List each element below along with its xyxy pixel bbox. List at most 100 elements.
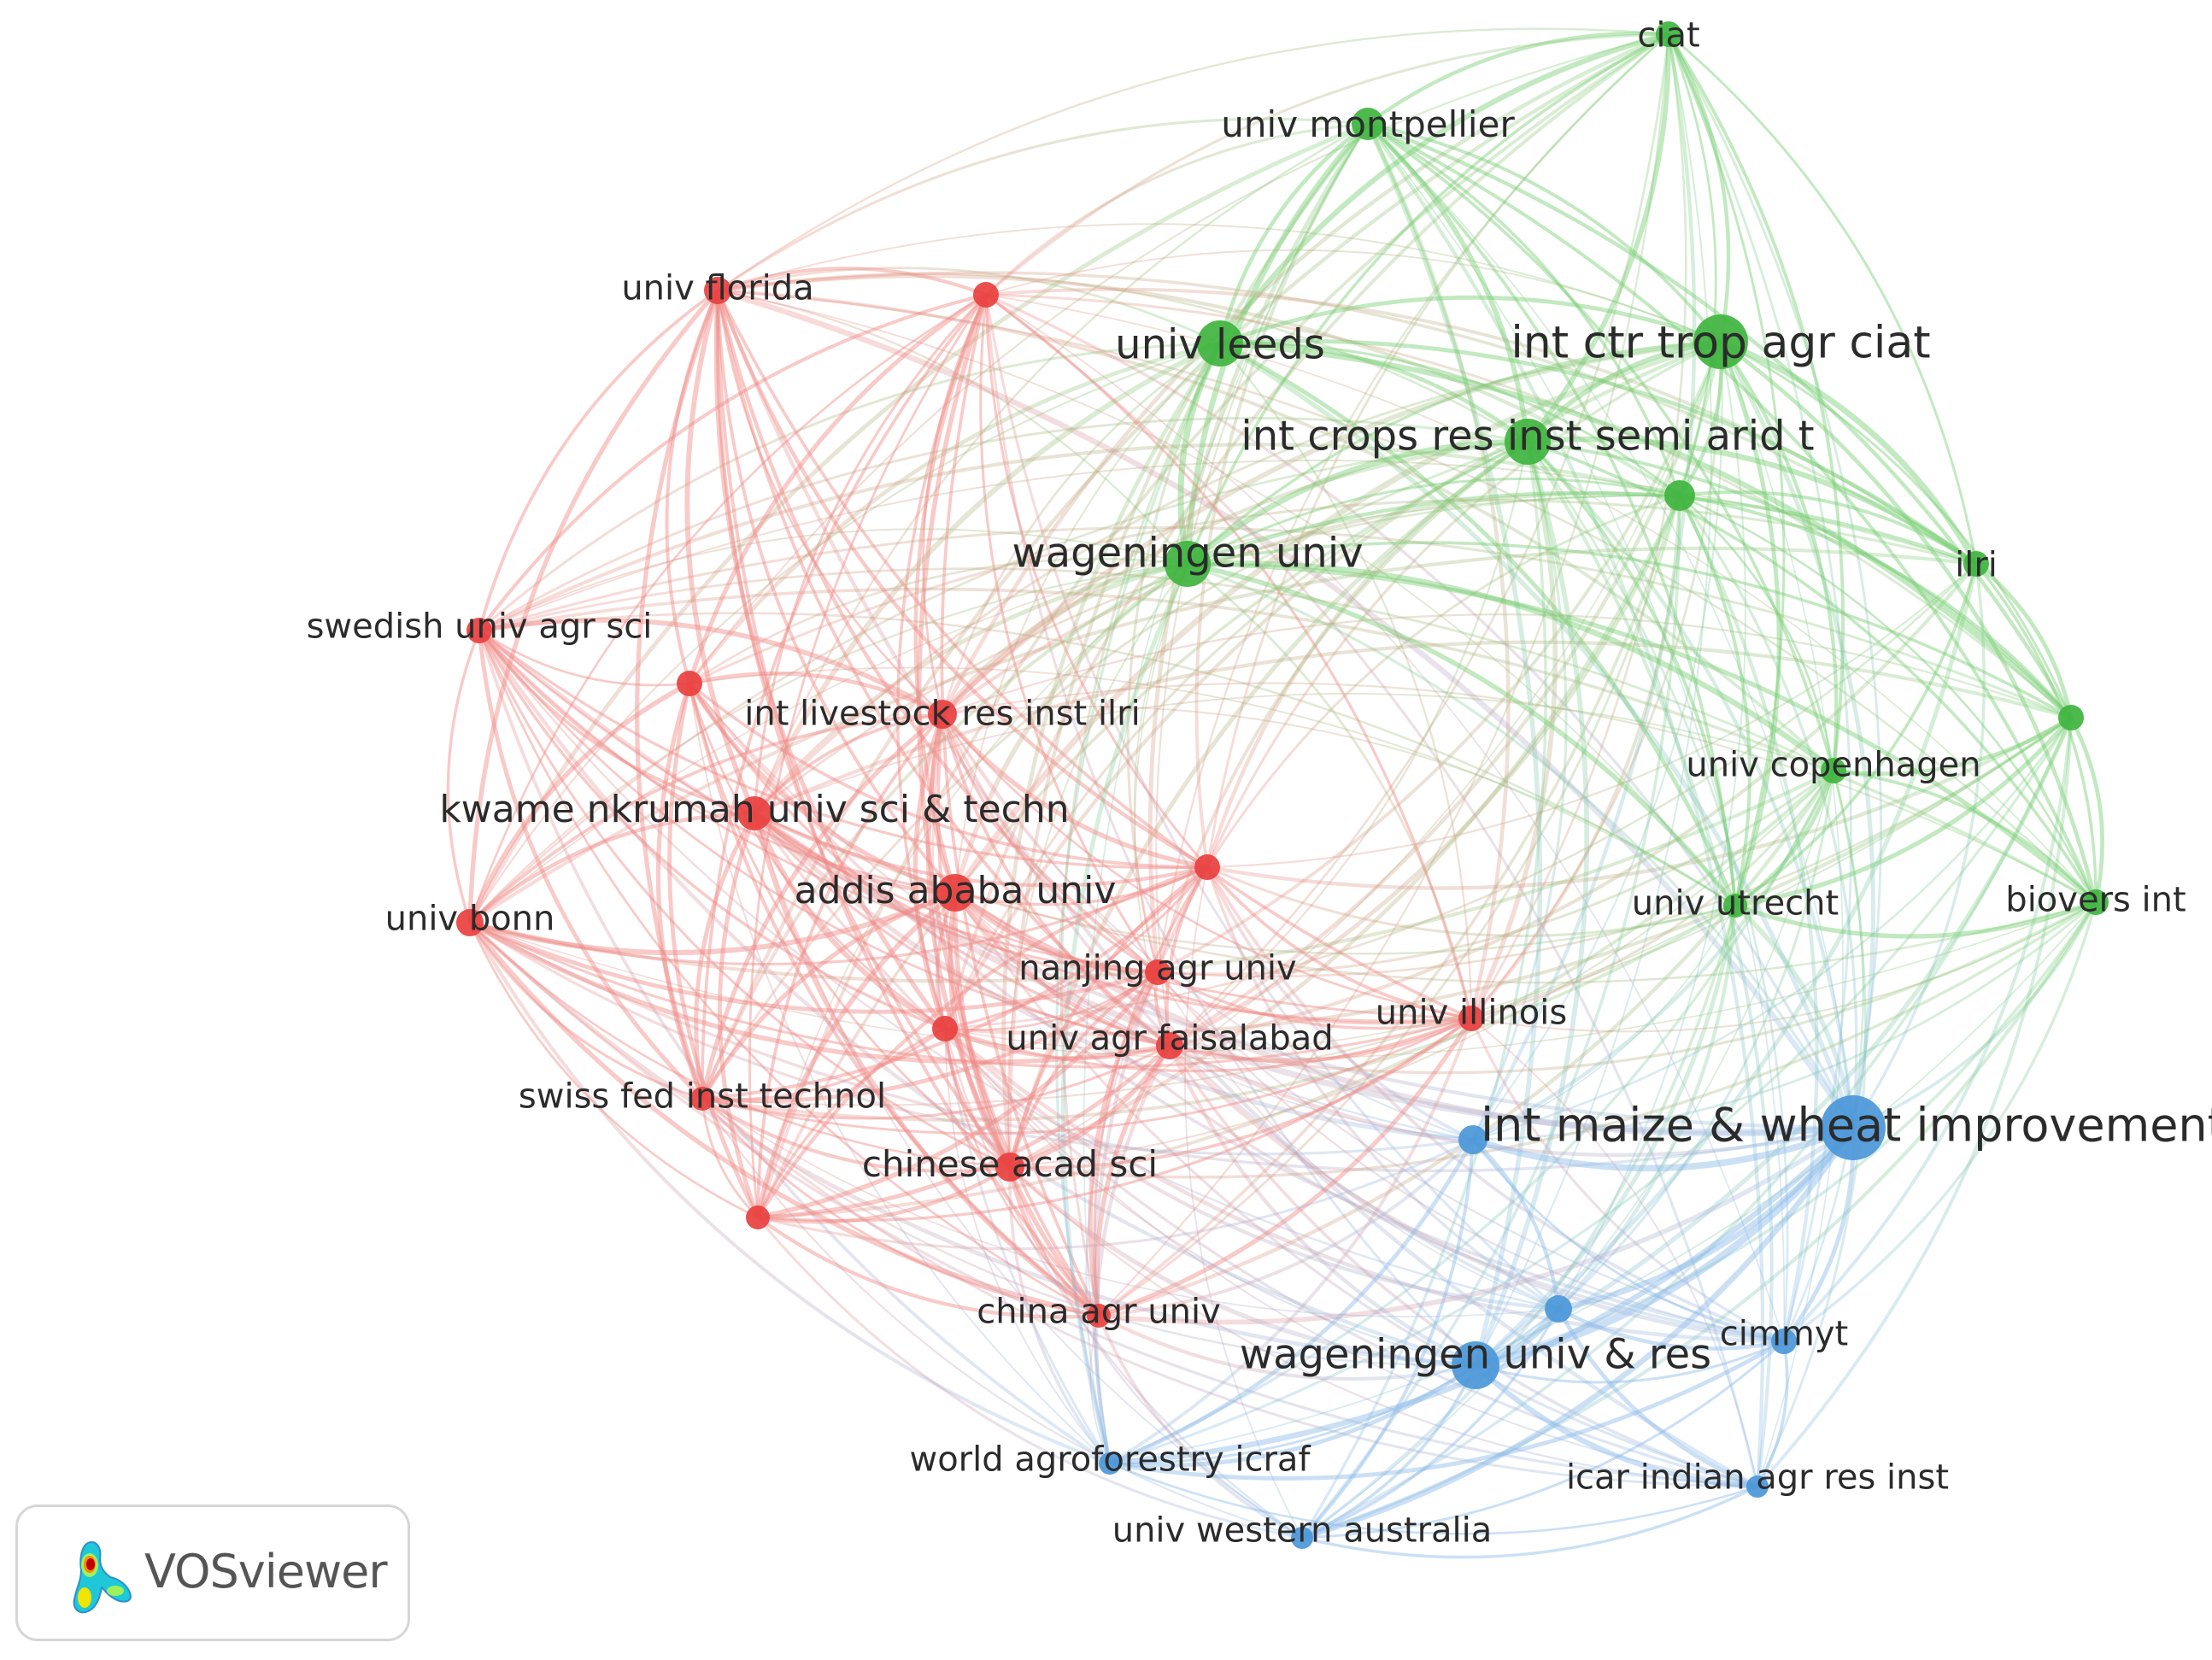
edge-link	[1007, 122, 1370, 1168]
node-univ-utrecht[interactable]	[1723, 894, 1747, 918]
node-cimmyt[interactable]	[1771, 1329, 1797, 1354]
node-wageningen-univ-res[interactable]	[1452, 1341, 1499, 1389]
edge-link	[635, 290, 720, 1100]
node-label-univ-montpellier[interactable]: univ montpellier	[1221, 103, 1515, 145]
node-label-int-maize-wheat-improvement[interactable]: int maize & wheat improvement	[1481, 1098, 2212, 1152]
node-univ-western-australia[interactable]	[1291, 1527, 1313, 1549]
node-biovers-int[interactable]	[2083, 889, 2109, 915]
node-label-swiss-fed-inst-technol[interactable]: swiss fed inst technol	[519, 1076, 886, 1116]
node-label-univ-agr-faisalabad[interactable]: univ agr faisalabad	[1006, 1018, 1333, 1058]
edge-link	[1471, 1124, 1855, 1172]
edge-link	[1133, 563, 1188, 973]
vosviewer-logo-badge: VOSviewer	[15, 1505, 410, 1641]
node-label-int-crops-res-inst-semi-arid-t[interactable]: int crops res inst semi arid t	[1241, 412, 1814, 460]
node-label-swedish-univ-agr-sci[interactable]: swedish univ agr sci	[307, 607, 653, 646]
edge-link	[655, 683, 705, 1100]
node-green-node-b[interactable]	[2058, 705, 2084, 730]
node-univ-bonn[interactable]	[456, 909, 484, 936]
node-icar-indian-agr-res-inst[interactable]	[1746, 1475, 1769, 1498]
node-label-chinese-acad-sci[interactable]: chinese acad sci	[862, 1143, 1158, 1185]
edge-link	[1833, 769, 2098, 904]
node-univ-montpellier[interactable]	[1352, 108, 1384, 140]
edge-link	[468, 546, 1977, 924]
node-label-univ-illinois[interactable]: univ illinois	[1376, 993, 1567, 1032]
node-red-node-b[interactable]	[677, 671, 702, 696]
node-blue-node-b[interactable]	[1545, 1295, 1572, 1323]
node-china-agr-univ[interactable]	[1087, 1304, 1111, 1328]
edge-link	[941, 713, 1559, 1311]
edge-link	[689, 683, 1111, 1464]
node-label-world-agroforestry-icraf[interactable]: world agroforestry icraf	[909, 1440, 1311, 1479]
edge-link	[469, 920, 1159, 1014]
edge-link	[1679, 494, 2073, 719]
node-label-univ-utrecht[interactable]: univ utrecht	[1632, 883, 1839, 923]
node-ilri[interactable]	[1963, 551, 1989, 577]
node-univ-florida[interactable]	[704, 277, 731, 304]
edge-link	[468, 921, 1111, 1465]
node-univ-copenhagen[interactable]	[1821, 758, 1846, 783]
edge-link	[942, 705, 1736, 906]
node-chinese-acad-sci[interactable]	[995, 1153, 1024, 1182]
edge-link	[1098, 769, 1835, 1318]
edge-link	[468, 293, 987, 924]
node-label-univ-leeds[interactable]: univ leeds	[1115, 320, 1325, 368]
edge-link	[701, 1017, 1472, 1135]
node-label-wageningen-univ-res[interactable]: wageningen univ & res	[1240, 1330, 1711, 1378]
node-swiss-fed-inst-technol[interactable]	[690, 1087, 714, 1111]
edge-link	[701, 1098, 1303, 1540]
node-red-node-d[interactable]	[932, 1016, 958, 1041]
node-ciat[interactable]	[1656, 21, 1681, 47]
node-int-livestock-res-inst-ilri[interactable]	[928, 700, 957, 729]
node-kwame-nkrumah-univ-sci-techn[interactable]	[737, 796, 772, 830]
edge-link	[701, 904, 1736, 1122]
node-label-wageningen-univ[interactable]: wageningen univ	[1012, 529, 1363, 577]
edge-link	[985, 293, 2072, 719]
node-label-int-livestock-res-inst-ilri[interactable]: int livestock res inst ilri	[744, 694, 1140, 733]
edge-link	[478, 459, 1977, 631]
edge-link	[478, 416, 1528, 632]
node-red-node-c[interactable]	[1194, 854, 1220, 880]
node-label-univ-copenhagen[interactable]: univ copenhagen	[1686, 745, 1980, 784]
edge-link	[1365, 122, 1543, 1366]
node-nanjing-agr-univ[interactable]	[1145, 959, 1171, 985]
edge-link	[1169, 33, 1670, 1047]
node-label-addis-ababa-univ[interactable]: addis ababa univ	[795, 869, 1117, 912]
edge-link	[689, 672, 944, 717]
node-label-kwame-nkrumah-univ-sci-techn[interactable]: kwame nkrumah univ sci & techn	[439, 788, 1069, 831]
node-label-univ-western-australia[interactable]: univ western australia	[1112, 1510, 1493, 1550]
node-blue-node-a[interactable]	[1458, 1125, 1487, 1154]
edge-link	[985, 294, 2097, 903]
node-green-node-a[interactable]	[1664, 480, 1695, 511]
node-int-maize-wheat-improvement[interactable]	[1821, 1095, 1886, 1160]
node-swedish-univ-agr-sci[interactable]	[466, 618, 492, 643]
node-world-agroforestry-icraf[interactable]	[1099, 1452, 1121, 1475]
node-red-node-a[interactable]	[973, 282, 999, 308]
node-int-crops-res-inst-semi-arid-t[interactable]	[1505, 419, 1551, 465]
node-int-ctr-trop-agr-ciat[interactable]	[1693, 314, 1748, 369]
node-label-biovers-int[interactable]: biovers int	[2005, 880, 2186, 919]
node-label-ciat[interactable]: ciat	[1637, 15, 1699, 55]
node-addis-ababa-univ[interactable]	[936, 874, 974, 912]
node-wageningen-univ[interactable]	[1165, 541, 1211, 587]
edge-link	[1557, 905, 1738, 1311]
node-label-icar-indian-agr-res-inst[interactable]: icar indian agr res inst	[1566, 1458, 1949, 1497]
node-label-cimmyt[interactable]: cimmyt	[1720, 1314, 1848, 1353]
edge-link	[478, 629, 1208, 870]
edge-link	[1218, 341, 1738, 906]
node-label-nanjing-agr-univ[interactable]: nanjing agr univ	[1018, 948, 1296, 988]
vosviewer-heatmap-logo-icon	[73, 1541, 132, 1614]
node-univ-illinois[interactable]	[1458, 1006, 1484, 1031]
node-label-int-ctr-trop-agr-ciat[interactable]: int ctr trop agr ciat	[1511, 318, 1930, 369]
node-label-china-agr-univ[interactable]: china agr univ	[977, 1292, 1221, 1331]
edge-link	[1157, 769, 1834, 976]
node-univ-leeds[interactable]	[1197, 320, 1243, 367]
edge-link	[1470, 770, 1835, 1020]
node-label-univ-bonn[interactable]: univ bonn	[385, 899, 555, 938]
edge-link	[478, 630, 1559, 1311]
edge-link	[1206, 340, 1722, 868]
node-univ-agr-faisalabad[interactable]	[1156, 1032, 1183, 1059]
node-red-node-e[interactable]	[746, 1205, 770, 1229]
node-label-ilri[interactable]: ilri	[1955, 545, 1998, 584]
node-label-univ-florida[interactable]: univ florida	[621, 268, 813, 308]
